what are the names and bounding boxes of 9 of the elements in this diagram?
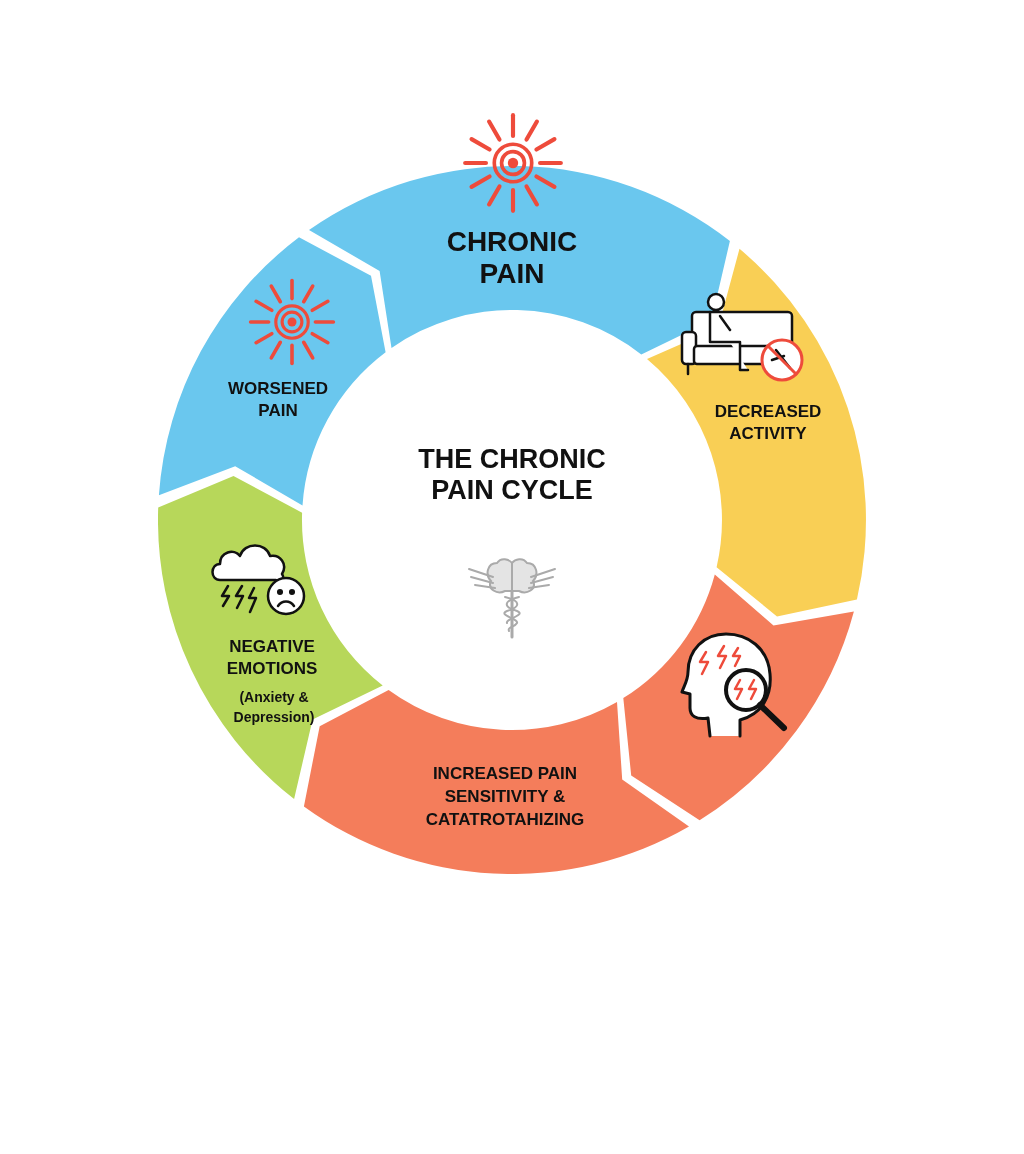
segment-label: (Anxiety & Depression) [232,688,316,727]
segment-label: INCREASED PAIN SENSITIVITY & CATATROTAHIZING [424,762,586,831]
cycle-arrow-segment [158,237,386,506]
segment-label: NEGATIVE EMOTIONS [225,636,319,680]
segment-label: CHRONIC PAIN [445,226,579,290]
cycle-arrow-segment [308,166,730,355]
title: THE CHRONIC PAIN CYCLE [417,444,607,506]
segment-label: DECREASED ACTIVITY [713,401,823,445]
segment-label: WORSENED PAIN [226,378,330,422]
